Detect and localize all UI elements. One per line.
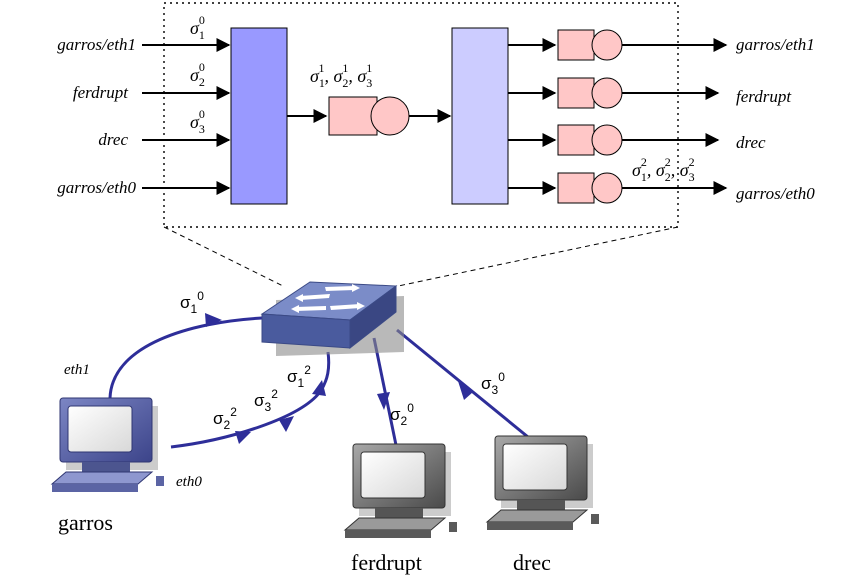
input-label-4: garros/eth0 xyxy=(57,178,136,197)
pc-screen xyxy=(502,443,568,491)
flow-label-garros-eth1: σ10 xyxy=(180,289,204,316)
pc-keyboard xyxy=(485,509,589,523)
input-label-1: garros/eth1 xyxy=(57,35,136,54)
input-aggregator-block xyxy=(230,27,288,205)
output-server-1 xyxy=(591,29,623,61)
output-demux-block xyxy=(451,27,509,205)
zoom-connector-left xyxy=(163,226,284,287)
server-circle xyxy=(370,96,410,136)
pc-mouse xyxy=(449,522,457,532)
input-sigma-3: σ30 xyxy=(190,107,205,136)
arrowhead-garros-eth1 xyxy=(205,313,222,327)
input-sigma-1: σ10 xyxy=(190,13,205,42)
pc-base xyxy=(517,500,565,510)
pc-keyboard-front xyxy=(345,530,431,538)
interface-label-eth1: eth1 xyxy=(64,362,90,378)
output-label-4: garros/eth0 xyxy=(736,184,815,203)
output-server-4 xyxy=(591,172,623,204)
output-queue-3 xyxy=(557,124,595,156)
middle-flow-label: σ11, σ21, σ31 xyxy=(310,61,372,90)
link-arrowheads xyxy=(205,313,473,444)
shared-server xyxy=(328,96,410,136)
arrowhead-ferdrupt xyxy=(377,392,390,410)
arrowhead-drec xyxy=(458,381,473,400)
flow-label-drec: σ30 xyxy=(481,370,505,397)
input-label-2: ferdrupt xyxy=(73,83,129,102)
zoom-connector-right xyxy=(383,226,679,290)
flow-label-eth0-b: σ32 xyxy=(254,387,278,414)
zoom-box: garros/eth1 ferdrupt drec garros/eth0 σ1… xyxy=(57,2,815,290)
link-garros-eth1 xyxy=(108,316,263,399)
pc-mouse xyxy=(156,476,164,486)
arrowhead-eth0-b xyxy=(279,416,294,432)
flow-label-ferdrupt: σ20 xyxy=(390,401,414,428)
pc-mouse xyxy=(591,514,599,524)
link-ferdrupt xyxy=(372,337,398,446)
pc-screen xyxy=(67,405,133,453)
output-servers xyxy=(508,29,728,204)
output-server-2 xyxy=(591,77,623,109)
output-label-1: garros/eth1 xyxy=(736,35,815,54)
input-sigma-2: σ20 xyxy=(190,60,205,89)
pc-screen xyxy=(360,451,426,499)
network-links xyxy=(108,316,529,449)
switch-front xyxy=(261,313,351,349)
interface-label-eth0: eth0 xyxy=(176,474,202,490)
flow-label-eth0-c: σ22 xyxy=(213,405,237,432)
output-queue-1 xyxy=(557,29,595,61)
pc-base xyxy=(82,462,130,472)
pc-keyboard xyxy=(50,471,154,485)
computer-icon xyxy=(50,397,164,492)
pc-keyboard-front xyxy=(487,522,573,530)
output-queue-2 xyxy=(557,77,595,109)
switch-arrows-icon xyxy=(291,284,365,313)
arrowhead-eth0-a xyxy=(312,380,326,396)
output-flow-label: σ12, σ22, σ32 xyxy=(632,155,695,184)
link-garros-eth0 xyxy=(170,351,331,449)
computer-icon xyxy=(485,435,599,530)
host-label-garros: garros xyxy=(58,510,113,535)
pc-keyboard xyxy=(343,517,447,531)
output-label-2: ferdrupt xyxy=(736,87,792,106)
input-arrows xyxy=(142,38,231,195)
computer-icon xyxy=(343,443,457,538)
host-label-drec: drec xyxy=(513,550,551,575)
output-server-3 xyxy=(591,124,623,156)
flow-label-eth0-a: σ12 xyxy=(287,363,311,390)
switch-icon xyxy=(260,281,404,356)
link-drec xyxy=(396,328,529,439)
pc-keyboard-front xyxy=(52,484,138,492)
output-queue-4 xyxy=(557,172,595,204)
server-queue xyxy=(328,96,378,136)
host-label-ferdrupt: ferdrupt xyxy=(351,550,422,575)
switch-side xyxy=(349,285,397,350)
input-label-3: drec xyxy=(98,130,128,149)
zoom-box-border xyxy=(163,2,679,228)
pc-base xyxy=(375,508,423,518)
output-label-3: drec xyxy=(736,133,766,152)
arrowhead-eth0-c xyxy=(235,431,251,444)
